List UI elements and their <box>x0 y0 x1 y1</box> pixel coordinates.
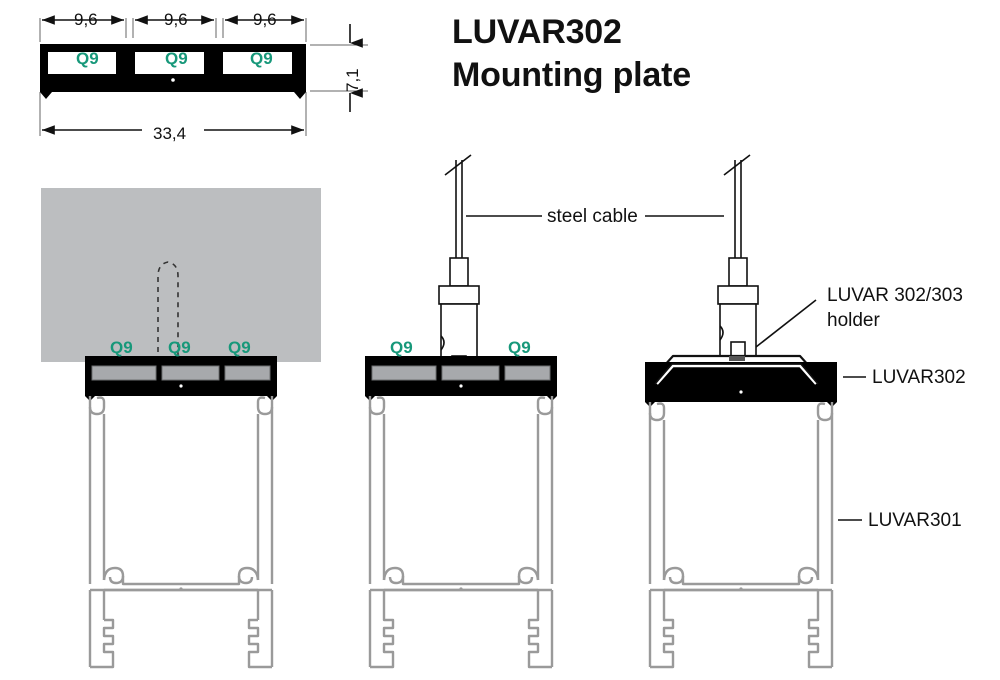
callout-luvar301: LUVAR301 <box>868 510 962 531</box>
q9-label-top-1: Q9 <box>76 49 99 68</box>
page-title-line1: LUVAR302 <box>452 13 622 51</box>
callout-luvar302: LUVAR302 <box>872 367 966 388</box>
q9-label-top-3: Q9 <box>250 49 273 68</box>
dim-height: 7,1 <box>343 68 362 92</box>
holder-cable-figure <box>645 154 837 669</box>
callout-holder-line1: LUVAR 302/303 <box>827 285 963 306</box>
q9-label-top-2: Q9 <box>165 49 188 68</box>
direct-cable-figure <box>365 154 557 669</box>
q9-label-mid-2: Q9 <box>508 338 531 357</box>
q9-label-mid-1: Q9 <box>390 338 413 357</box>
dim-segment-1: 9,6 <box>74 10 98 29</box>
callout-holder-line2: holder <box>827 310 880 331</box>
dim-total-width: 33,4 <box>153 124 187 143</box>
dim-segment-3: 9,6 <box>253 10 277 29</box>
q9-label-left-3: Q9 <box>228 338 251 357</box>
cross-section-detail-drawing <box>39 15 368 141</box>
page-title-line2: Mounting plate <box>452 56 691 94</box>
ceiling-mount-figure <box>41 188 321 669</box>
q9-label-left-1: Q9 <box>110 338 133 357</box>
q9-label-left-2: Q9 <box>168 338 191 357</box>
callout-steel-cable: steel cable <box>547 206 638 227</box>
dim-segment-2: 9,6 <box>164 10 188 29</box>
